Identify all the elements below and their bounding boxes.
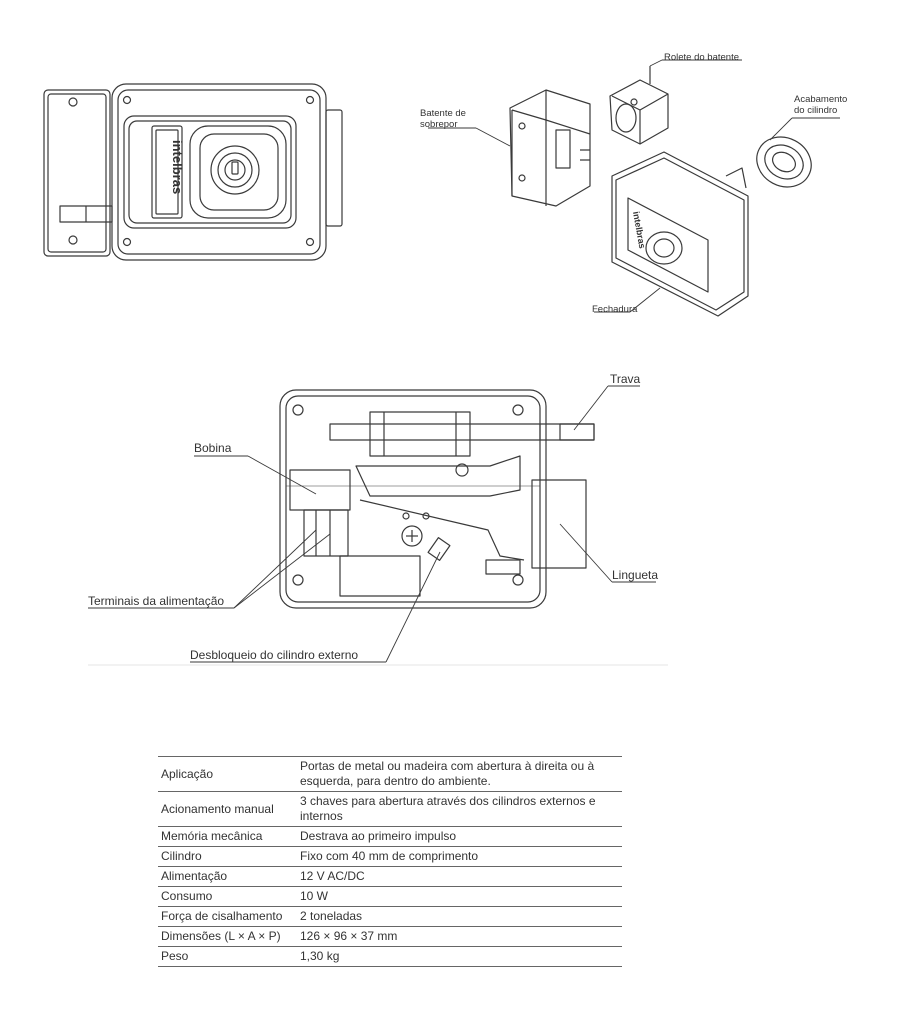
label-terminais: Terminais da alimentação xyxy=(88,594,225,608)
leader-lines-top xyxy=(428,59,840,313)
roller-drawing xyxy=(609,66,669,145)
table-row: Dimensões (L × A × P)126 × 96 × 37 mm xyxy=(158,926,622,947)
lock-iso-drawing: intelbras xyxy=(611,151,749,317)
label-trava: Trava xyxy=(610,372,641,386)
label-acabamento: Acabamento do cilindro xyxy=(794,94,848,116)
lock-front-view: intelbras xyxy=(43,83,343,261)
cylinder-trim-drawing xyxy=(756,136,812,188)
brand-logo-front: intelbras xyxy=(170,140,185,194)
label-rolete: Rolete do batente xyxy=(664,52,740,63)
label-bobina: Bobina xyxy=(194,441,232,455)
brand-logo-iso: intelbras xyxy=(631,211,647,250)
strike-plate-drawing xyxy=(509,89,591,207)
lock-internal-view xyxy=(279,389,595,609)
label-batente: Batente de sobrepor xyxy=(420,108,466,130)
label-lingueta: Lingueta xyxy=(612,568,659,582)
label-desbloqueio: Desbloqueio do cilindro externo xyxy=(190,648,359,662)
label-fechadura: Fechadura xyxy=(592,304,638,315)
technical-drawings: intelbras xyxy=(43,59,840,666)
leader-lines-internal xyxy=(88,385,656,663)
